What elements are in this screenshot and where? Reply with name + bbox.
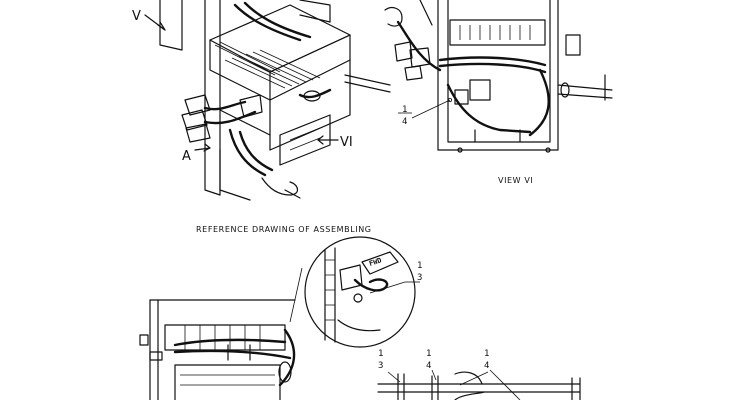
callout-top-right-4: 4 [402,117,407,127]
detail-connector-line [289,267,303,323]
view-marker-v: V [132,9,141,24]
reference-caption: REFERENCE DRAWING OF ASSEMBLING [196,225,372,234]
view-marker-vi: VI [340,135,353,150]
bottom-right-drawing [377,369,581,400]
main-assembly-drawing [144,0,391,201]
callout-bottom-3: 3 [378,361,383,371]
callout-bottom-1b: 1 [426,349,431,359]
view-vi-drawing [384,0,613,153]
detail-circle-drawing [304,236,420,348]
view-marker-a: A [182,149,191,164]
callout-bottom-4a: 4 [426,361,431,371]
callout-detail-1: 1 [417,261,422,271]
callout-bottom-4b: 4 [484,361,489,371]
fwd-tag: FWD [368,256,383,268]
callout-top-right-1: 1 [402,105,407,115]
callout-detail-3: 3 [417,273,422,283]
view-vi-caption: VIEW VI [498,176,533,185]
bottom-assembly-drawing [139,299,296,400]
callout-bottom-1a: 1 [378,349,383,359]
callout-bottom-1c: 1 [484,349,489,359]
